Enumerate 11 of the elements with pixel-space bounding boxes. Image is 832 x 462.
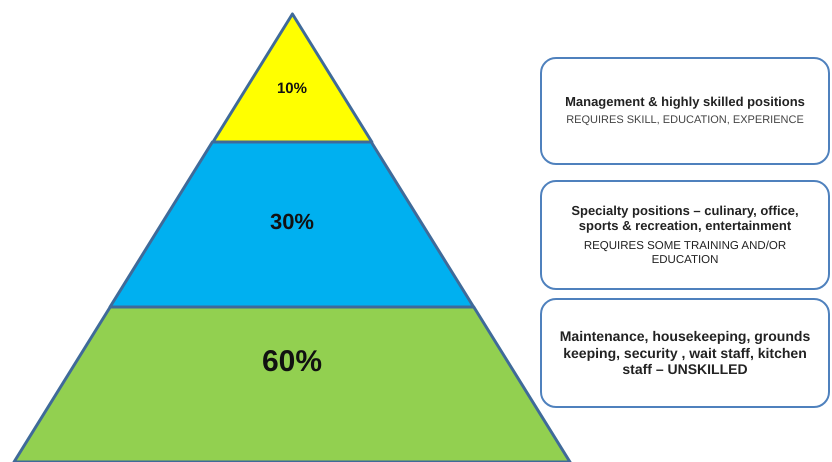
description-box <box>540 180 830 290</box>
description-box <box>540 298 830 408</box>
requirement-text: REQUIRES SOME TRAINING AND/OR EDUCATION <box>582 238 788 268</box>
percentage-label: 60% <box>262 345 322 378</box>
box-heading: Maintenance, housekeeping, grounds keeping, security , wait staff, kitchen staff – UNSKILLED <box>558 328 812 378</box>
percentage-label: 10% <box>276 80 307 96</box>
percentage-label: 30% <box>270 209 314 234</box>
description-box <box>540 57 830 165</box>
box-heading: Specialty positions – culinary, office, sports & recreation, entertainment <box>570 202 800 234</box>
requirement-text: REQUIRES SKILL, EDUCATION, EXPERIENCE <box>566 114 804 128</box>
box-heading: Management & highly skilled positions <box>565 94 805 110</box>
